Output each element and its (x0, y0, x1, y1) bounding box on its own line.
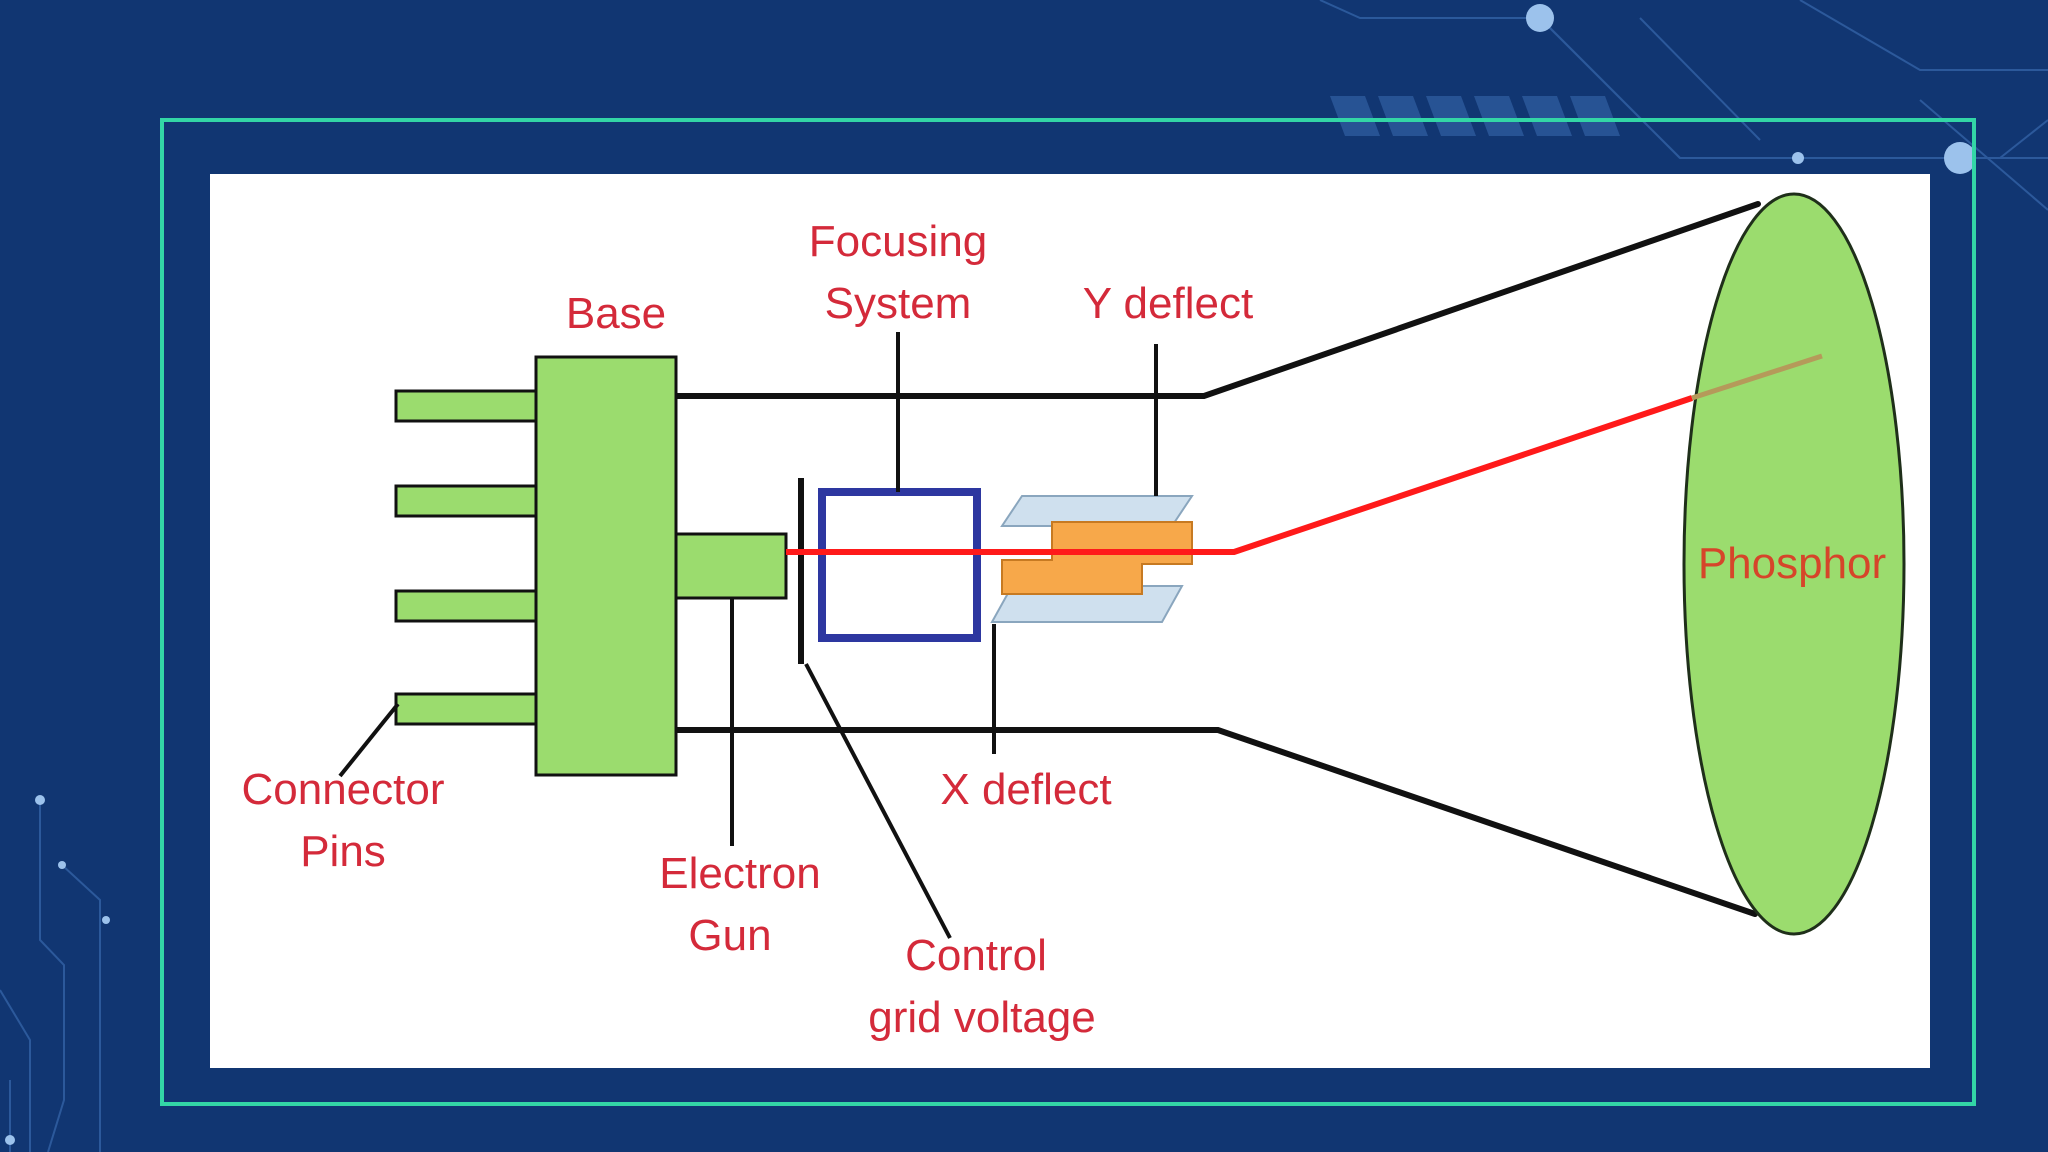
label-focusing-line1: Focusing (809, 217, 988, 266)
deflection-plates (990, 495, 1194, 623)
leader-lines (338, 332, 1158, 939)
tube-bottom-wall (673, 727, 1758, 917)
label-connector-line2: Pins (300, 827, 386, 876)
label-control-line2: grid voltage (868, 993, 1095, 1042)
focusing-system-box (818, 488, 981, 642)
tube-outline (673, 201, 1761, 917)
label-base: Base (566, 289, 666, 338)
label-control-line1: Control (905, 931, 1047, 980)
diagram-panel: Base Focusing System Y deflect X deflect… (210, 174, 1930, 1068)
connector-pin (394, 589, 538, 623)
label-connector-line1: Connector (241, 765, 444, 814)
connector-pins (394, 389, 538, 726)
phosphor-screen (1682, 192, 1906, 936)
label-y-deflect: Y deflect (1083, 279, 1253, 328)
electron-beam (786, 395, 1693, 555)
electron-gun (674, 532, 788, 600)
x-deflect-plate-orange (1001, 521, 1193, 595)
control-grid-leader (804, 663, 952, 939)
teal-frame-border (160, 118, 1976, 1106)
tube-top-wall (673, 201, 1761, 399)
connector-pin (394, 389, 538, 423)
base-block (534, 355, 678, 777)
labels: Base Focusing System Y deflect X deflect… (241, 217, 1886, 1042)
label-phosphor: Phosphor (1698, 539, 1886, 588)
connector-pin (394, 692, 538, 726)
label-electron-line2: Gun (688, 911, 771, 960)
beam-on-screen (1691, 353, 1823, 401)
label-x-deflect: X deflect (940, 765, 1111, 814)
connector-leader (338, 702, 400, 778)
crt-diagram: Base Focusing System Y deflect X deflect… (241, 192, 1906, 1042)
connector-pin (394, 484, 538, 518)
label-focusing-line2: System (825, 279, 972, 328)
label-electron-line1: Electron (659, 849, 820, 898)
